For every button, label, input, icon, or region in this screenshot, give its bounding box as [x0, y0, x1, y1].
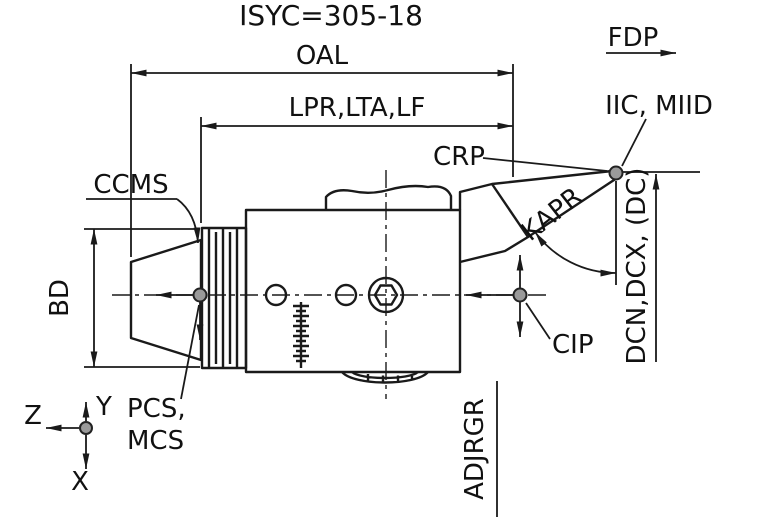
- kapr-label: KAPR: [516, 182, 588, 248]
- main-body: [244, 208, 462, 374]
- lpr-lta-lf-label: LPR,LTA,LF: [289, 93, 426, 123]
- crp-leader: [482, 157, 608, 172]
- centerlines: [112, 170, 549, 399]
- top-clamp: [324, 184, 453, 210]
- taper-shank: [129, 238, 203, 362]
- flange-rings: [200, 226, 248, 370]
- bd-label: BD: [45, 279, 75, 317]
- dcn-dcx-dc-label: DCN,DCX, (DC): [622, 168, 652, 365]
- coordinate-system: [46, 402, 90, 469]
- cip-leader: [525, 302, 551, 340]
- z-axis-label: Z: [24, 401, 42, 431]
- x-axis-label: X: [71, 467, 89, 497]
- pcs-point: [192, 287, 208, 303]
- adjrgr-label: ADJRGR: [460, 398, 490, 500]
- reference-points: [79, 165, 624, 435]
- crp-point: [608, 165, 624, 181]
- bottom-knob: [341, 370, 429, 384]
- pcs-leader: [180, 304, 200, 400]
- adjustment-scale-marks: [293, 302, 309, 368]
- fdp-label: FDP: [608, 23, 659, 53]
- iic-leader: [621, 118, 647, 167]
- oal-label: OAL: [296, 41, 349, 71]
- pcs-label: PCS,: [127, 394, 186, 424]
- origin-point: [79, 421, 93, 435]
- cip-label: CIP: [552, 330, 594, 360]
- cip-point: [512, 287, 528, 303]
- diagram-title: ISYC=305-18: [239, 0, 423, 32]
- kapr-angle-arc: [534, 231, 617, 277]
- iic-miid-label: IIC, MIID: [605, 91, 713, 121]
- insert-seat-line: [491, 183, 529, 238]
- mcs-label: MCS: [127, 426, 184, 456]
- y-axis-label: Y: [95, 392, 112, 422]
- ccms-leader: [176, 198, 201, 244]
- ccms-label: CCMS: [93, 170, 168, 200]
- dimension-lines: [84, 49, 700, 517]
- crp-label: CRP: [433, 142, 485, 172]
